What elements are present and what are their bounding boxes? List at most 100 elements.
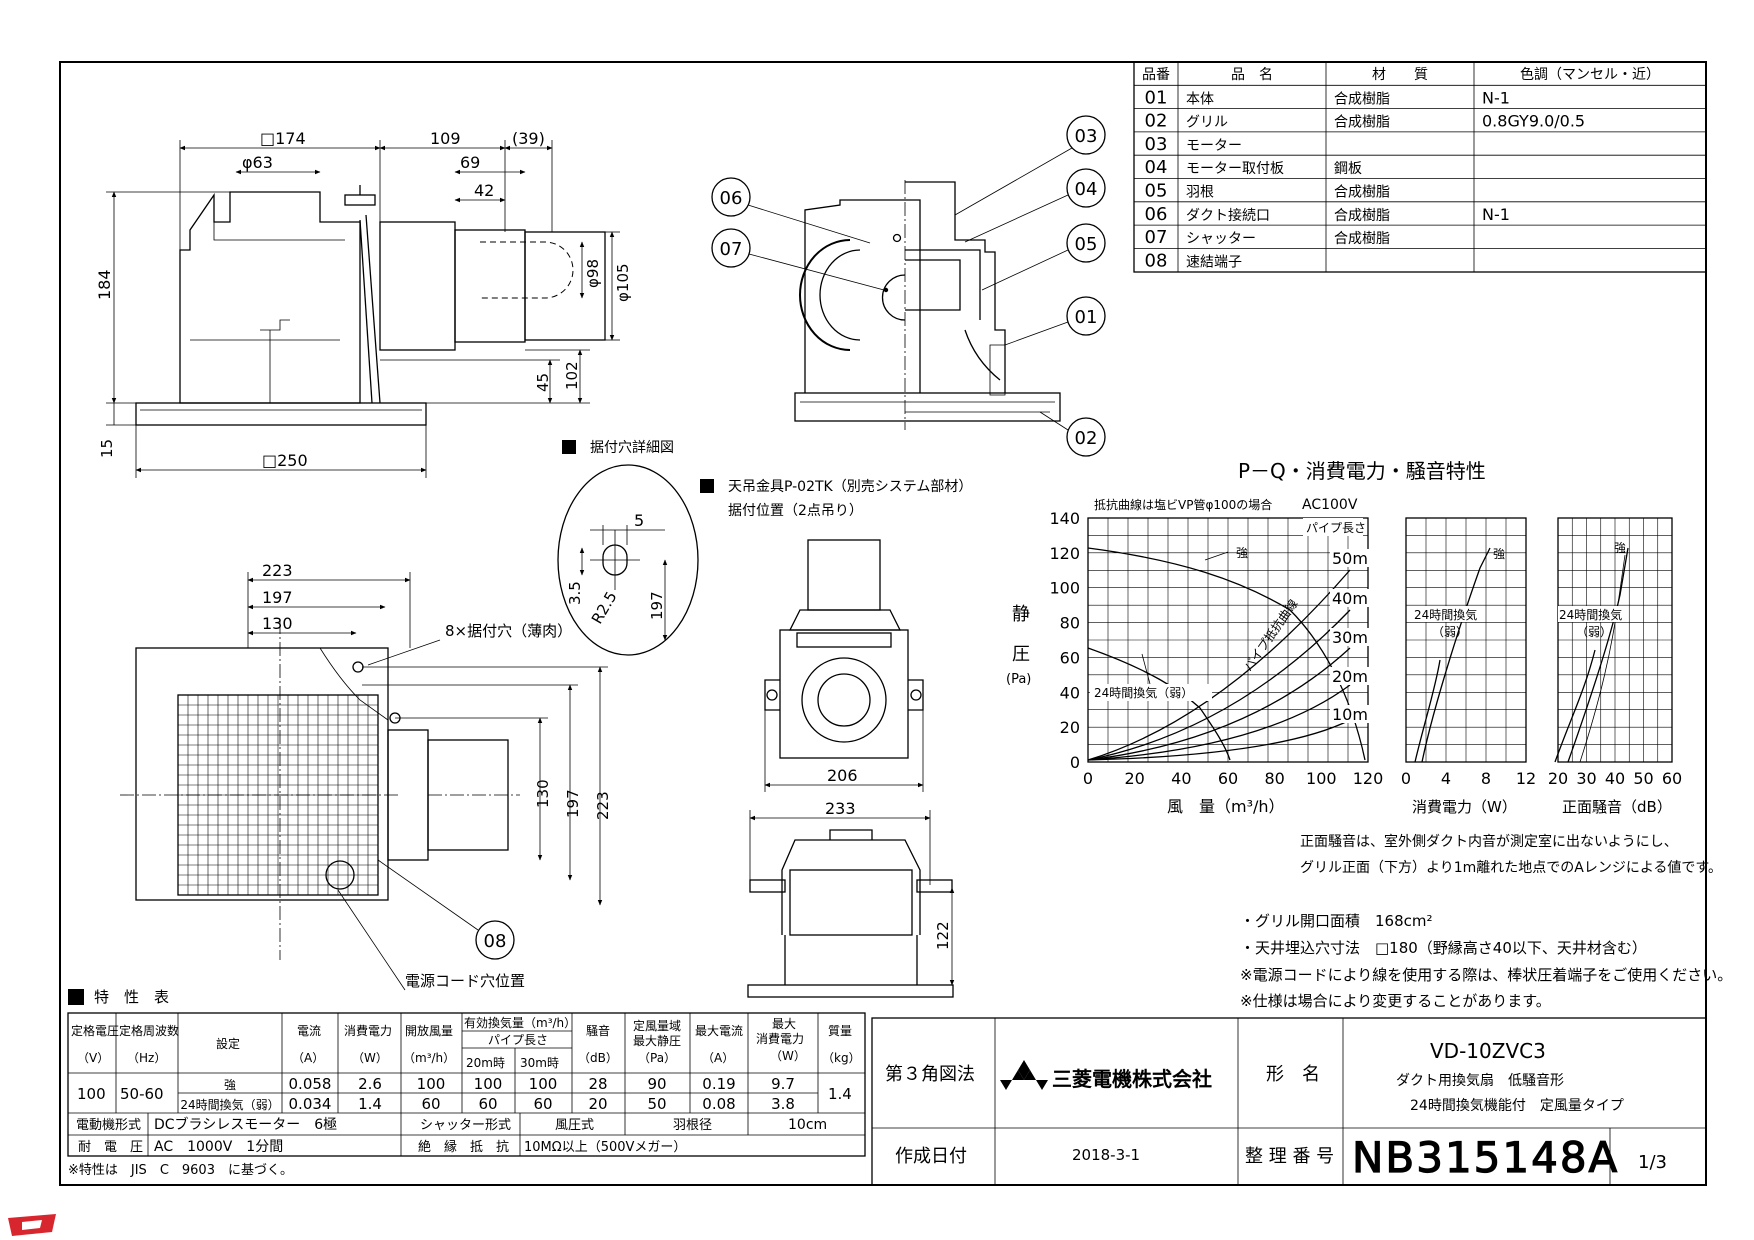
- svg-text:30m: 30m: [1332, 628, 1368, 647]
- x-tick: 20: [1124, 769, 1144, 788]
- spec-cell: 60: [478, 1095, 497, 1113]
- page-number: 1/3: [1638, 1152, 1667, 1173]
- h-noise-unit: （dB）: [578, 1051, 618, 1065]
- mount-holes-label: 8×据付穴（薄肉）: [445, 622, 572, 640]
- front-view: □174 109 (39) φ63 69 42 184 φ98 φ105 45 …: [95, 129, 632, 478]
- mass-value: 1.4: [828, 1085, 852, 1103]
- h-mass-unit: （kg）: [822, 1051, 861, 1065]
- spec-cell: 60: [421, 1095, 440, 1113]
- mitsubishi-logo: [1000, 1060, 1048, 1090]
- h-noise: 騒音: [586, 1023, 610, 1038]
- dim-h130: 130: [534, 779, 552, 808]
- y-tick: 0: [1070, 753, 1080, 772]
- blade-value: 10cm: [788, 1117, 827, 1133]
- dim-3-5: 3.5: [566, 581, 584, 605]
- spec-cell: 50: [647, 1095, 666, 1113]
- model-label: 形 名: [1266, 1064, 1320, 1085]
- parts-cell: 本体: [1186, 91, 1214, 107]
- h-power-unit: （W）: [352, 1051, 388, 1065]
- callout-04: 04: [964, 168, 1106, 243]
- parts-cell: 05: [1145, 181, 1168, 202]
- h-power: 消費電力: [344, 1023, 392, 1038]
- dim-39: (39): [512, 129, 545, 148]
- rated-voltage: 100: [77, 1085, 106, 1103]
- svg-text:01: 01: [1075, 307, 1098, 328]
- x-tick: 120: [1353, 769, 1384, 788]
- insulation-label: 絶 縁 抵 抗: [418, 1139, 509, 1155]
- parts-cell: 03: [1145, 134, 1168, 155]
- spec-cell: 0.19: [702, 1075, 735, 1093]
- motor-value: DCブラシレスモーター 6極: [154, 1116, 337, 1133]
- y-tick: 140: [1049, 509, 1080, 528]
- h-maxpow-1: 最大: [772, 1017, 796, 1031]
- callout-05: 05: [981, 223, 1106, 291]
- parts-cell: 合成樹脂: [1334, 115, 1390, 131]
- pipe-50m: [1087, 569, 1351, 761]
- note-2: ・天井埋込穴寸法 □180（野縁高さ40以下、天井材含む）: [1240, 939, 1647, 957]
- mount-hole-detail: 据付穴詳細図 5 3.5 R2.5 197: [557, 440, 699, 656]
- spec-cell: 100: [474, 1075, 503, 1093]
- dim-r2-5: R2.5: [588, 588, 621, 627]
- pipe-length-labels: 50m 40m 30m 20m 10m: [1330, 549, 1370, 724]
- spec-footnote: ※特性は JIS C 9603 に基づく。: [68, 1163, 293, 1178]
- noise-x-tick: 60: [1662, 769, 1682, 788]
- svg-text:05: 05: [1075, 234, 1098, 255]
- model-number: VD-10ZVC3: [1430, 1039, 1546, 1063]
- dim-45: 45: [534, 373, 552, 392]
- h-voltage-unit: （V）: [77, 1051, 109, 1065]
- withstand-label: 耐 電 圧: [78, 1140, 143, 1155]
- rated-freq: 50-60: [120, 1085, 164, 1103]
- parts-cell: 鋼板: [1334, 161, 1362, 177]
- x-tick: 0: [1083, 769, 1093, 788]
- dim-15: 15: [98, 439, 116, 458]
- parts-header: 品番: [1142, 67, 1170, 83]
- svg-text:03: 03: [1075, 126, 1098, 147]
- doc-number: NB315148A: [1352, 1133, 1619, 1182]
- power-strong-curve: [1421, 547, 1491, 763]
- weak-label: 24時間換気（弱）: [1094, 685, 1193, 700]
- resistance-label: パイプ抵抗曲線: [1240, 596, 1300, 673]
- svg-text:40m: 40m: [1332, 589, 1368, 608]
- h-pipe-len: パイプ長さ: [488, 1033, 548, 1047]
- parts-header: 色調（マンセル・近）: [1520, 66, 1660, 83]
- spec-title: 特 性 表: [94, 988, 169, 1006]
- date-label: 作成日付: [895, 1146, 967, 1167]
- title-block: 第３角図法 三菱電機株式会社 形 名 VD-10ZVC3 ダクト用換気扇 低騒音…: [871, 1017, 1707, 1186]
- parts-cell: 02: [1145, 111, 1168, 132]
- withstand-value: AC 1000V 1分間: [154, 1139, 283, 1155]
- parts-cell: 合成樹脂: [1334, 91, 1390, 107]
- noise-weak-label-2: （弱）: [1576, 625, 1612, 639]
- noise-x-tick: 20: [1548, 769, 1568, 788]
- pq-xlabel: 風 量（m³/h）: [1167, 797, 1285, 816]
- parts-cell: 01: [1145, 87, 1168, 108]
- spec-cell: 0.058: [289, 1075, 332, 1093]
- svg-text:04: 04: [1075, 179, 1098, 200]
- parts-header: 材 質: [1372, 67, 1428, 83]
- spec-cell: 9.7: [771, 1075, 795, 1093]
- noise-x-tick: 40: [1605, 769, 1625, 788]
- callout-06: 06: [711, 177, 871, 244]
- dim-98: φ98: [584, 259, 602, 288]
- spec-cell: 0.08: [702, 1095, 735, 1113]
- x-tick: 40: [1171, 769, 1191, 788]
- spec-cell: 2.6: [358, 1075, 382, 1093]
- dim-69: 69: [460, 153, 480, 172]
- notes: ・グリル開口面積 168cm² ・天井埋込穴寸法 □180（野縁高さ40以下、天…: [1240, 912, 1732, 1010]
- pipe-20m: [1087, 684, 1351, 761]
- spec-cell: 24時間換気（弱）: [180, 1097, 279, 1112]
- parts-cell: モーター取付板: [1186, 161, 1284, 177]
- dim-63: φ63: [242, 153, 273, 172]
- weak-curve: [1087, 647, 1231, 761]
- dim-h223: 223: [594, 791, 612, 820]
- h-eff-air: 有効換気量（m³/h）: [464, 1015, 576, 1030]
- parts-cell: 合成樹脂: [1334, 185, 1390, 201]
- ylabel-char-1: 静: [1012, 604, 1030, 625]
- h-freq: 定格周波数: [119, 1023, 179, 1038]
- noise-note-1: 正面騒音は、室外側ダクト内音が測定室に出ないようにし、: [1300, 833, 1678, 850]
- dim-109: 109: [430, 129, 461, 148]
- dim-122: 122: [934, 921, 952, 950]
- section-view: [794, 180, 1061, 430]
- hanger-subtitle: 据付位置（2点吊り）: [728, 503, 863, 519]
